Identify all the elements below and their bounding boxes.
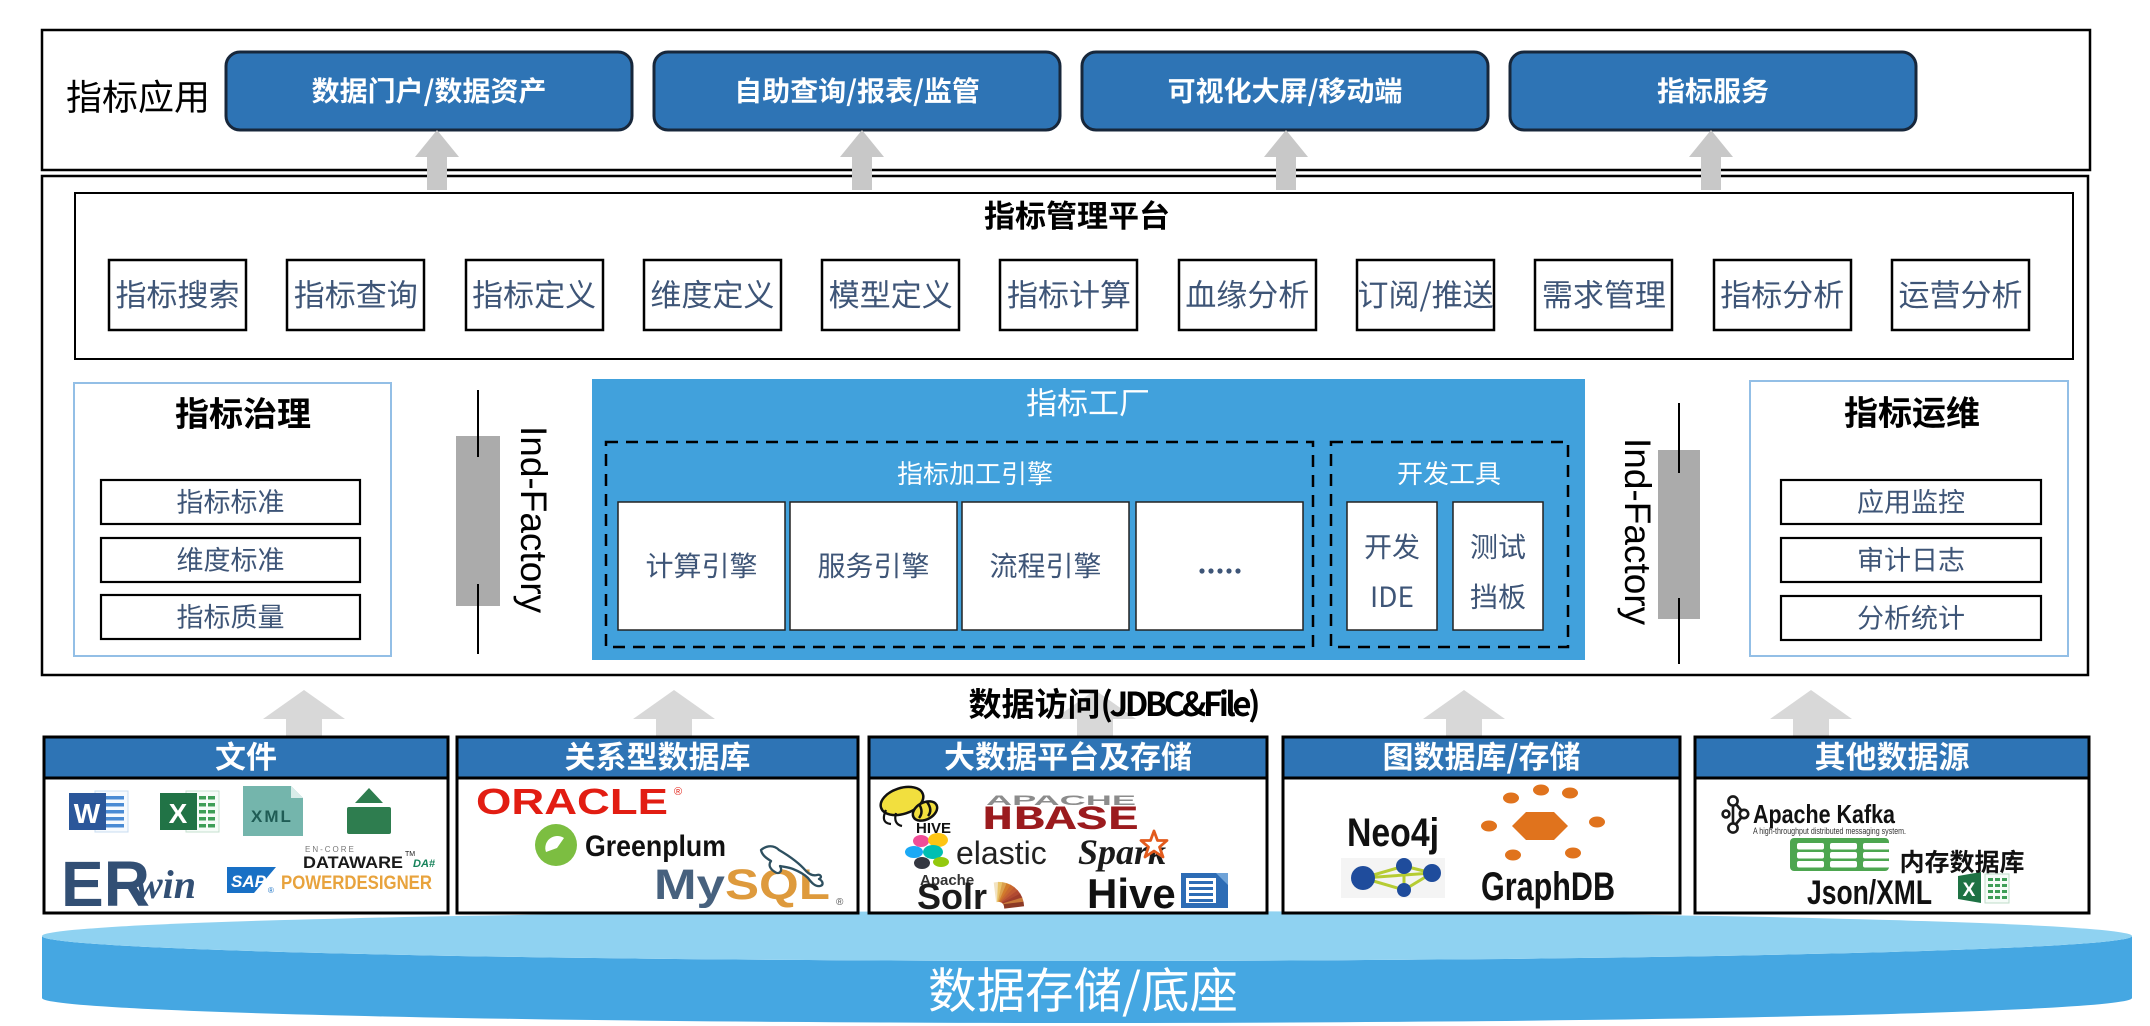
svg-text:X: X bbox=[169, 798, 188, 829]
svg-text:SAP: SAP bbox=[231, 872, 267, 891]
svg-text:ORACLE: ORACLE bbox=[476, 781, 668, 822]
svg-text:Ind-Factory: Ind-Factory bbox=[513, 426, 554, 614]
svg-text:Neo4j: Neo4j bbox=[1347, 811, 1439, 855]
svg-text:Apache: Apache bbox=[920, 872, 974, 889]
svg-text:HBASE: HBASE bbox=[982, 802, 1139, 840]
svg-text:XML: XML bbox=[251, 807, 293, 826]
svg-text:Apache Kafka: Apache Kafka bbox=[1753, 799, 1895, 829]
svg-text:win: win bbox=[136, 862, 196, 907]
svg-text:Hive: Hive bbox=[1087, 870, 1176, 917]
svg-text:HIVE: HIVE bbox=[916, 820, 951, 837]
svg-text:elastic: elastic bbox=[956, 835, 1047, 871]
svg-text:W: W bbox=[74, 798, 101, 829]
svg-text:Solr: Solr bbox=[917, 876, 987, 917]
svg-text:Ind-Factory: Ind-Factory bbox=[1617, 438, 1658, 626]
svg-text:EN-CORE: EN-CORE bbox=[305, 845, 356, 854]
svg-text:DATAWARE: DATAWARE bbox=[303, 853, 403, 872]
svg-text:®: ® bbox=[268, 886, 274, 895]
svg-text:A high-throughput distributed: A high-throughput distributed messaging … bbox=[1753, 826, 1906, 836]
svg-text:Greenplum: Greenplum bbox=[585, 830, 726, 863]
svg-text:APACHE: APACHE bbox=[986, 792, 1136, 808]
svg-text:X: X bbox=[1963, 880, 1976, 901]
svg-text:®: ® bbox=[674, 786, 682, 798]
svg-text:TM: TM bbox=[405, 851, 415, 858]
svg-text:®: ® bbox=[836, 897, 844, 908]
svg-text:ER: ER bbox=[61, 848, 150, 920]
svg-text:Json/XML: Json/XML bbox=[1807, 874, 1932, 912]
svg-text:DA#: DA# bbox=[413, 858, 436, 870]
svg-text:POWERDESIGNER: POWERDESIGNER bbox=[281, 873, 432, 894]
svg-text:GraphDB: GraphDB bbox=[1481, 865, 1615, 909]
